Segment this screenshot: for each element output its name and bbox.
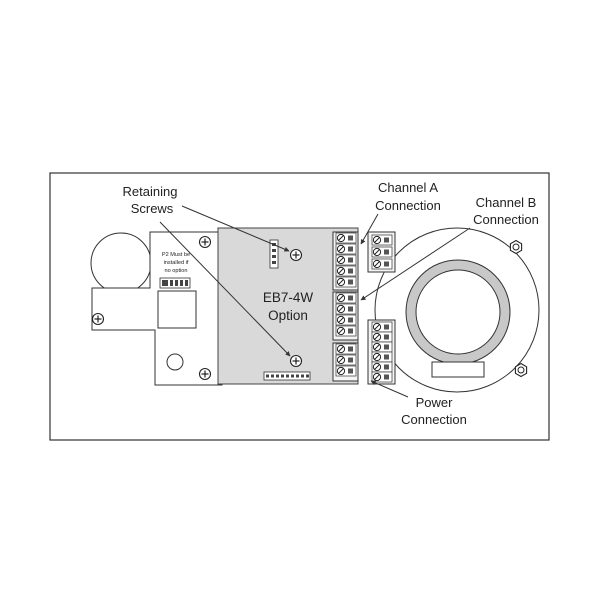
channel-a-label-line-2: Connection [375,198,441,213]
screw-icon [198,235,212,249]
leader-retaining-screw-top [181,205,290,252]
terminal-screw-icon [335,232,357,244]
p2-note-line-1: P2 Must be [162,252,190,258]
terminal-screw-icon [371,258,393,270]
terminal-screw-icon [335,303,357,315]
terminal-screw-icon [335,314,357,326]
p2-note-line-2: installed if [164,260,189,266]
terminal-block-upper [332,231,359,291]
terminal-screw-icon [371,321,393,333]
terminal-screw-icon [371,361,393,373]
terminal-screw-icon [371,331,393,343]
round-housing [374,227,540,393]
channel-a-label-line-1: Channel A [378,180,438,195]
header-pin [291,374,294,378]
power-label-line-2: Connection [401,412,467,427]
option-board-subtitle: Option [268,308,308,323]
header-pin [271,374,274,378]
leader-channel-a [360,213,379,245]
mounting-hole [166,353,184,371]
header-pin [286,374,289,378]
terminal-screw-icon [335,243,357,255]
screw-icon [289,248,303,262]
terminal-block-middle [332,291,359,341]
base-board-component [157,290,197,329]
housing-nuts [509,239,528,378]
leader-retaining-screw-bottom [159,221,291,357]
terminal-screw-icon [335,365,357,377]
terminal-screw-icon [371,234,393,246]
terminal-screw-icon [335,254,357,266]
terminal-screw-icon [335,276,357,288]
header-pin [266,374,269,378]
terminal-screw-icon [371,246,393,258]
terminal-screw-icon [371,351,393,363]
terminal-screw-icon [371,341,393,353]
hex-nut-icon [509,239,523,255]
header-pin [306,374,309,378]
channel-b-label-line-1: Channel B [476,195,537,210]
power-connector [367,319,396,385]
retaining-screws-label-line-1: Retaining [123,184,178,199]
header-pin [301,374,304,378]
terminal-screw-icon [335,292,357,304]
channel-a-connector [367,231,396,273]
terminal-screw-icon [371,371,393,383]
horizontal-pin-header [263,371,311,381]
housing-label-plate [431,361,485,378]
header-pin [281,374,284,378]
retaining-screws-label-line-2: Screws [131,201,174,216]
housing-ring-band [406,260,510,364]
left-mount-circle [90,232,152,294]
header-pin [276,374,279,378]
power-label-line-1: Power [416,395,454,410]
terminal-screw-icon [335,354,357,366]
screw-icon [198,367,212,381]
option-board-title: EB7-4W [263,290,314,305]
housing-ring-inner [415,269,501,355]
p2-jumper-header [159,277,191,289]
terminal-screw-icon [335,265,357,277]
screw-icon [289,354,303,368]
p2-note-line-3: no option [164,268,187,274]
header-pin [296,374,299,378]
hex-nut-icon [514,362,528,378]
terminal-screw-icon [335,343,357,355]
retaining-screws [91,235,303,381]
screw-icon [91,312,105,326]
terminal-blocks [332,231,396,385]
terminal-screw-icon [335,325,357,337]
leader-power [370,380,409,398]
terminal-block-lower [332,342,359,382]
leader-channel-b [360,227,471,301]
channel-b-label-line-2: Connection [473,212,539,227]
